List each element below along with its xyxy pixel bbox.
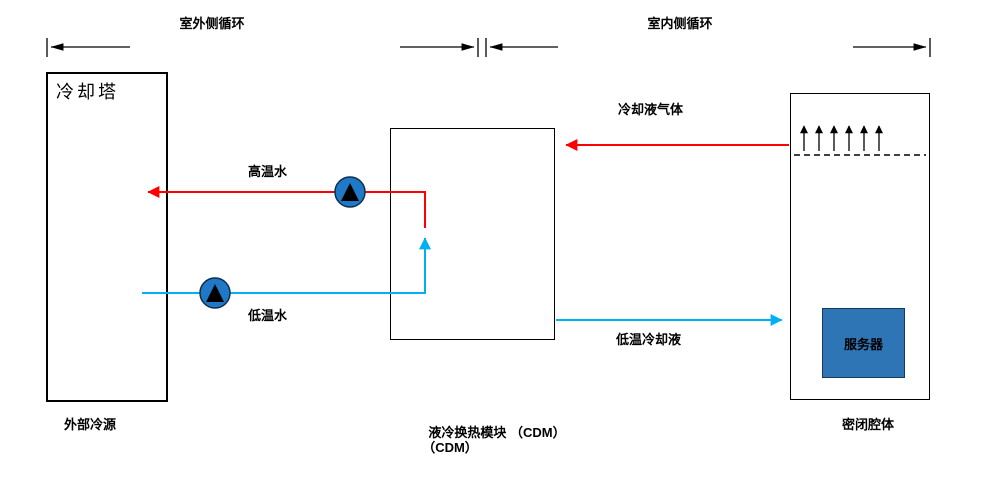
cooling-tower-title: 冷却塔 <box>56 82 119 102</box>
cold-water-label: 低温水 <box>248 308 288 323</box>
cdm-caption-line1: 液冷换热模块 （CDM） <box>428 425 566 440</box>
cold-water-line <box>142 237 431 294</box>
server-label: 服务器 <box>843 336 883 352</box>
cold-water-pump-icon <box>199 277 231 309</box>
sealed-cavity-caption: 密闭腔体 <box>841 417 894 432</box>
external-cold-source-caption: 外部冷源 <box>63 417 116 432</box>
cold-coolant-label: 低温冷却液 <box>616 332 682 347</box>
hot-water-line <box>147 186 426 228</box>
server-box: 服务器 <box>822 308 905 378</box>
dimension-indoor <box>485 38 931 57</box>
coolant-gas-label: 冷却液气体 <box>618 102 684 117</box>
cdm-heat-exchange-box <box>390 128 555 340</box>
hot-water-label: 高温水 <box>248 164 288 179</box>
cooling-tower-box <box>46 72 168 402</box>
cdm-caption-line2: （CDM） <box>422 440 478 455</box>
indoor-loop-label: 室内侧循环 <box>647 16 713 31</box>
outdoor-loop-label: 室外侧循环 <box>179 16 245 31</box>
dimension-outdoor <box>46 38 479 57</box>
hot-water-pump-icon <box>334 176 366 208</box>
